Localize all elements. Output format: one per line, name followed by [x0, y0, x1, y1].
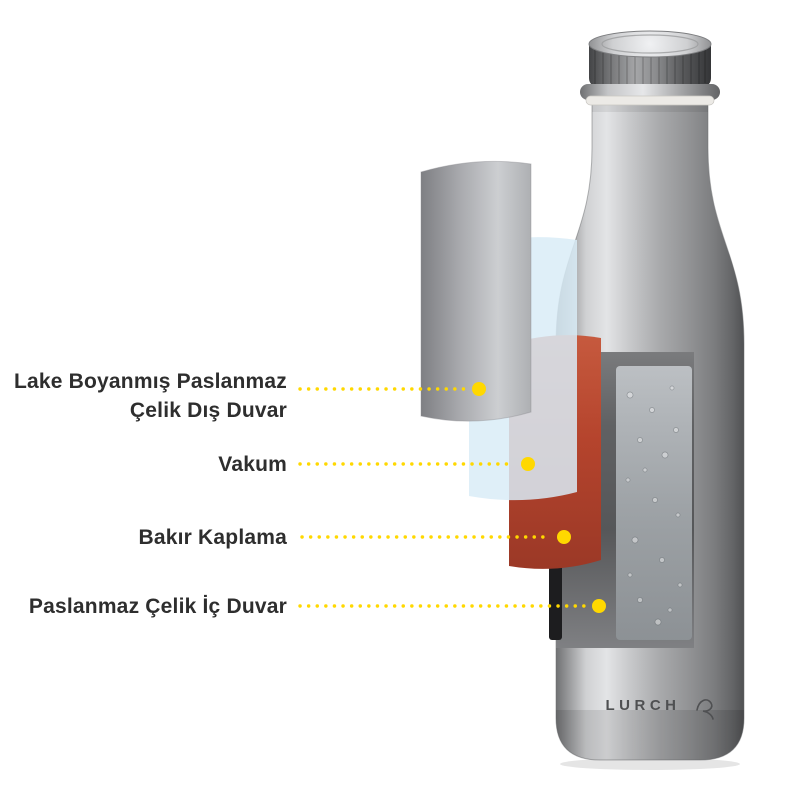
- marker-dot-vacuum: [521, 457, 535, 471]
- label-inner-wall-text: Paslanmaz Çelik İç Duvar: [28, 595, 287, 618]
- neck-shading: [592, 102, 708, 112]
- cap-knurling: [594, 46, 706, 87]
- outer-wall-layer: [420, 160, 532, 422]
- label-copper: Bakır Kaplama: [138, 523, 287, 552]
- leader-lines: [298, 382, 606, 613]
- brand-logo: LURCH: [606, 697, 714, 720]
- marker-dot-inner-wall: [592, 599, 606, 613]
- brand-wordmark: LURCH: [606, 697, 681, 714]
- brand-frog-icon: [696, 699, 714, 720]
- bottle-shadow: [560, 758, 740, 770]
- label-vacuum-text: Vakum: [218, 453, 287, 476]
- silicone-seal-ring: [585, 95, 715, 106]
- bottle-base-shading: [556, 710, 744, 760]
- condensation-droplets: [625, 385, 683, 626]
- bottle-cap: [580, 30, 720, 106]
- cap-top-ring: [601, 34, 699, 54]
- label-inner-wall: Paslanmaz Çelik İç Duvar: [29, 592, 287, 621]
- label-vacuum: Vakum: [218, 450, 287, 479]
- marker-dot-copper: [557, 530, 571, 544]
- label-copper-text: Bakır Kaplama: [138, 526, 287, 549]
- label-outer-wall: Lake Boyanmış Paslanmaz Çelik Dış Duvar: [14, 367, 287, 425]
- marker-dot-outer-wall: [472, 382, 486, 396]
- label-outer-wall-line1: Lake Boyanmış Paslanmaz: [13, 370, 287, 393]
- outer-wall-cut-edge: [549, 548, 562, 640]
- label-outer-wall-line2: Çelik Dış Duvar: [129, 399, 287, 422]
